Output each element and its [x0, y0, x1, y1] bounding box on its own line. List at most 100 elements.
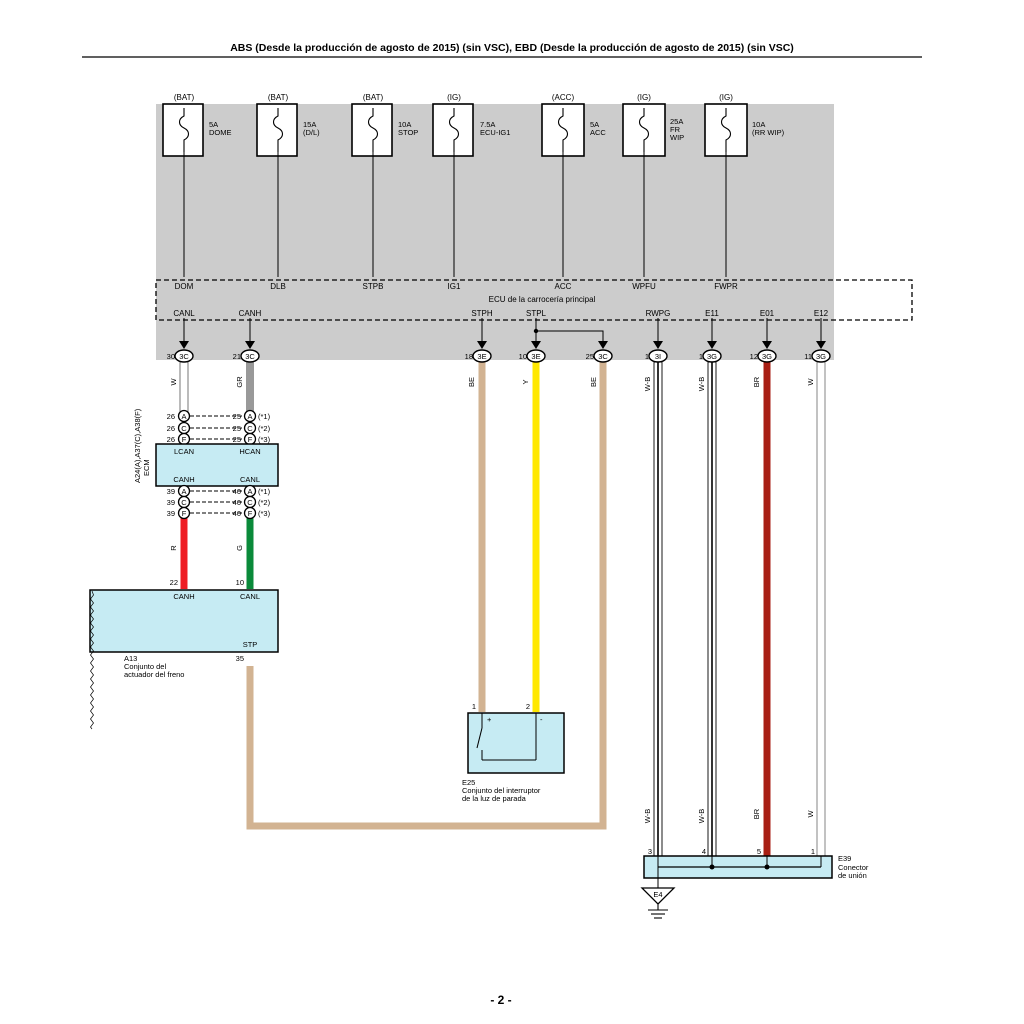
svg-text:3G: 3G [816, 352, 826, 361]
fuse-dl: (BAT) 15A (D/L) [256, 93, 320, 157]
svg-text:3E: 3E [477, 352, 486, 361]
a13-desc: Conjunto del [124, 662, 166, 671]
svg-text:W-B: W-B [643, 377, 652, 391]
fuse-rating: 15A [303, 120, 316, 129]
svg-text:W: W [806, 378, 815, 386]
ecm-lower-connectors: 39 A 40 A (*1) 39 C 40 C (*2) 39 F 40 F … [167, 484, 271, 520]
fuse-stop: (BAT) 10A STOP [351, 93, 418, 157]
ecu-terminal: DOM [175, 282, 194, 291]
fuse-source: (BAT) [174, 93, 195, 102]
svg-text:11: 11 [804, 352, 812, 361]
fuse-rating: 5A [209, 120, 218, 129]
svg-text:3I: 3I [655, 352, 661, 361]
e39-desc: de unión [838, 871, 867, 880]
ecu-terminal: CANH [239, 309, 262, 318]
wire-color-labels: W GR BE Y BE W-B W-B BR W R G W-B W-B BR… [169, 376, 815, 823]
a13-pin-canh: 22 [170, 578, 178, 587]
fuse-box [256, 103, 298, 157]
svg-text:25: 25 [233, 424, 241, 433]
ecu-terminal: E01 [760, 309, 775, 318]
svg-text:25: 25 [233, 435, 241, 444]
svg-text:18: 18 [465, 352, 473, 361]
svg-text:(*3): (*3) [258, 509, 271, 518]
ecm-term-hcan: HCAN [239, 447, 260, 456]
fuse-rating: 10A [398, 120, 411, 129]
svg-text:39: 39 [167, 487, 175, 496]
wire-canl [179, 361, 189, 413]
e39-pin: 5 [757, 847, 761, 856]
fuse-icon [272, 108, 284, 152]
ecu-terminal: STPH [471, 309, 493, 318]
wire-e12 [816, 361, 826, 857]
svg-text:G: G [235, 545, 244, 551]
svg-text:C: C [247, 498, 253, 507]
fuse-icon [178, 108, 190, 152]
fuse-icon [557, 108, 569, 152]
ecm-box [155, 443, 279, 487]
e39-pin: 3 [648, 847, 652, 856]
svg-text:C: C [247, 424, 253, 433]
svg-text:25: 25 [586, 352, 594, 361]
ecu-terminal: IG1 [448, 282, 461, 291]
svg-text:W-B: W-B [697, 377, 706, 391]
connector: 21 3C [233, 349, 260, 363]
svg-text:3C: 3C [179, 352, 189, 361]
svg-text:3E: 3E [531, 352, 540, 361]
svg-text:26: 26 [167, 424, 175, 433]
fuse-icon [448, 108, 460, 152]
wire-stp-loop [246, 362, 607, 830]
svg-text:W-B: W-B [697, 809, 706, 823]
fuse-rating: 25A [670, 117, 683, 126]
fuse-box [432, 103, 474, 157]
a13-term-canh: CANH [173, 592, 194, 601]
svg-text:1: 1 [645, 352, 649, 361]
svg-text:40: 40 [233, 487, 241, 496]
svg-text:(*2): (*2) [258, 424, 271, 433]
fuse-source: (BAT) [363, 93, 384, 102]
svg-text:F: F [182, 435, 187, 444]
fuse-source: (IG) [447, 93, 461, 102]
ecm-name: ECM [142, 459, 151, 476]
svg-text:A: A [247, 487, 252, 496]
e25-minus: - [540, 715, 543, 724]
svg-text:21: 21 [233, 352, 241, 361]
page-number: - 2 - [490, 993, 511, 1007]
svg-text:W: W [169, 378, 178, 386]
connector: 1 3I [645, 349, 668, 363]
e25-code: E25 [462, 778, 475, 787]
svg-text:39: 39 [167, 509, 175, 518]
ground-triangle [640, 887, 676, 905]
ground-icon [648, 904, 668, 919]
fuse-name-2: WIP [670, 133, 684, 142]
svg-text:A: A [181, 487, 186, 496]
fuse-acc: (ACC) 5A ACC [541, 93, 606, 157]
fuse-source: (ACC) [552, 93, 575, 102]
fuse-rating: 10A [752, 120, 765, 129]
svg-text:1: 1 [699, 352, 703, 361]
ecm-term-lcan: LCAN [174, 447, 194, 456]
a13-code: A13 [124, 654, 137, 663]
ecm-label: A24(A),A37(C),A38(F) [133, 408, 142, 483]
fuse-source: (IG) [719, 93, 733, 102]
svg-text:(*3): (*3) [258, 435, 271, 444]
fuse-name: (RR WIP) [752, 128, 785, 137]
fuse-box [351, 103, 393, 157]
ecu-terminal: E11 [705, 309, 719, 318]
fuse-name: (D/L) [303, 128, 320, 137]
fuse-icon [720, 108, 732, 152]
ecm-upper-connectors: 26 A 25 A (*1) 26 C 25 C (*2) 26 F 25 F … [167, 409, 271, 446]
a13-pin-canl: 10 [236, 578, 244, 587]
ecu-title: ECU de la carrocería principal [489, 295, 596, 304]
ecu-terminal: FWPR [714, 282, 738, 291]
svg-text:C: C [181, 424, 187, 433]
e25-pin1: 1 [472, 702, 476, 711]
svg-text:BR: BR [752, 376, 761, 387]
e39-pin: 1 [811, 847, 815, 856]
svg-text:3C: 3C [245, 352, 255, 361]
connector: 10 3E [519, 349, 546, 363]
wires [179, 361, 826, 857]
ecu-box [155, 279, 913, 321]
ground-label: E4 [653, 890, 662, 899]
fuse-icon [638, 108, 650, 152]
